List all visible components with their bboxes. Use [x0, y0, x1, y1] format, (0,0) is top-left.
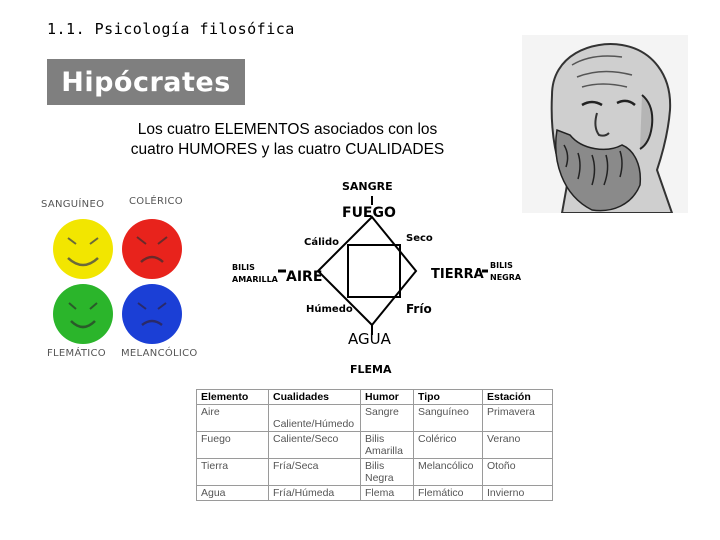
- outer-diamond: [316, 215, 418, 327]
- cell-elemento: Agua: [196, 485, 269, 501]
- cell-cualidades: Fría/Seca: [268, 458, 361, 486]
- sanguine-face-fill: [53, 219, 113, 279]
- face-label-melancolico: MELANCÓLICO: [121, 348, 198, 359]
- inner-square: [347, 244, 401, 298]
- table-row: Aire Caliente/Húmedo Sangre Sanguíneo Pr…: [196, 404, 553, 432]
- cell-tipo: Colérico: [413, 431, 483, 459]
- phlegmatic-face-fill: [53, 284, 113, 344]
- subtitle: Los cuatro ELEMENTOS asociados con los c…: [95, 120, 480, 160]
- label-bilis-amarilla-2: AMARILLA: [232, 275, 279, 284]
- cell-tipo: Sanguíneo: [413, 404, 483, 432]
- label-agua: AGUA: [348, 330, 392, 348]
- cell-humor: Flema: [360, 485, 414, 501]
- cell-tipo: Melancólico: [413, 458, 483, 486]
- elements-diagram: SANGRE FUEGO Cálido Seco BILIS AMARILLA …: [232, 180, 522, 375]
- summary-table: Elemento Cualidades Humor Tipo Estación …: [196, 389, 553, 501]
- table-row: Tierra Fría/Seca Bilis Negra Melancólico…: [196, 458, 553, 486]
- hippocrates-portrait-image: [522, 35, 688, 213]
- cell-estacion: Otoño: [482, 458, 553, 486]
- label-flema: FLEMA: [350, 363, 392, 375]
- cell-estacion: Invierno: [482, 485, 553, 501]
- melancholic-face-fill: [122, 284, 182, 344]
- subtitle-line-2: cuatro HUMORES y las cuatro CUALIDADES: [130, 141, 445, 158]
- header-humor: Humor: [360, 389, 414, 405]
- cell-humor: Bilis Amarilla: [360, 431, 414, 459]
- cell-cualidades: Caliente/Húmedo: [268, 404, 361, 432]
- header-elemento: Elemento: [196, 389, 269, 405]
- header-cualidades: Cualidades: [268, 389, 361, 405]
- label-bilis-amarilla-1: BILIS: [232, 263, 255, 272]
- cell-estacion: Primavera: [482, 404, 553, 432]
- label-aire: AIRE: [286, 269, 322, 285]
- table-row: Fuego Caliente/Seco Bilis Amarilla Colér…: [196, 431, 553, 459]
- slide-title: Hipócrates: [61, 66, 231, 98]
- header-tipo: Tipo: [413, 389, 483, 405]
- slide-heading: 1.1. Psicología filosófica: [47, 20, 295, 38]
- header-estacion: Estación: [482, 389, 553, 405]
- cell-elemento: Fuego: [196, 431, 269, 459]
- table-header-row: Elemento Cualidades Humor Tipo Estación: [196, 389, 553, 405]
- label-frio: Frío: [406, 302, 432, 316]
- cell-cualidades: Fría/Húmeda: [268, 485, 361, 501]
- label-sangre: SANGRE: [342, 180, 393, 193]
- phlegmatic-face-icon: [53, 284, 113, 344]
- cell-estacion: Verano: [482, 431, 553, 459]
- cell-humor: Sangre: [360, 404, 414, 432]
- label-fuego: FUEGO: [342, 205, 396, 221]
- cell-elemento: Tierra: [196, 458, 269, 486]
- label-tierra: TIERRA: [431, 267, 484, 282]
- label-calido: Cálido: [304, 236, 339, 248]
- table-row: Agua Fría/Húmeda Flema Flemático Inviern…: [196, 485, 553, 501]
- face-label-sanguineo: SANGUÍNEO: [41, 199, 105, 210]
- face-label-flematico: FLEMÁTICO: [47, 348, 106, 359]
- label-humedo: Húmedo: [306, 303, 353, 315]
- label-bilis-negra-2: NEGRA: [490, 273, 522, 282]
- subtitle-line-1: Los cuatro ELEMENTOS asociados con los: [137, 121, 438, 138]
- choleric-face-icon: [122, 219, 182, 279]
- sanguine-face-icon: [53, 219, 113, 279]
- cell-humor: Bilis Negra: [360, 458, 414, 486]
- title-box: Hipócrates: [47, 59, 245, 105]
- choleric-face-fill: [122, 219, 182, 279]
- cell-tipo: Flemático: [413, 485, 483, 501]
- label-bilis-negra-1: BILIS: [490, 261, 513, 270]
- cell-cualidades: Caliente/Seco: [268, 431, 361, 459]
- label-seco: Seco: [406, 233, 433, 244]
- face-label-colerico: COLÉRICO: [129, 196, 183, 207]
- melancholic-face-icon: [122, 284, 182, 344]
- cell-elemento: Aire: [196, 404, 269, 432]
